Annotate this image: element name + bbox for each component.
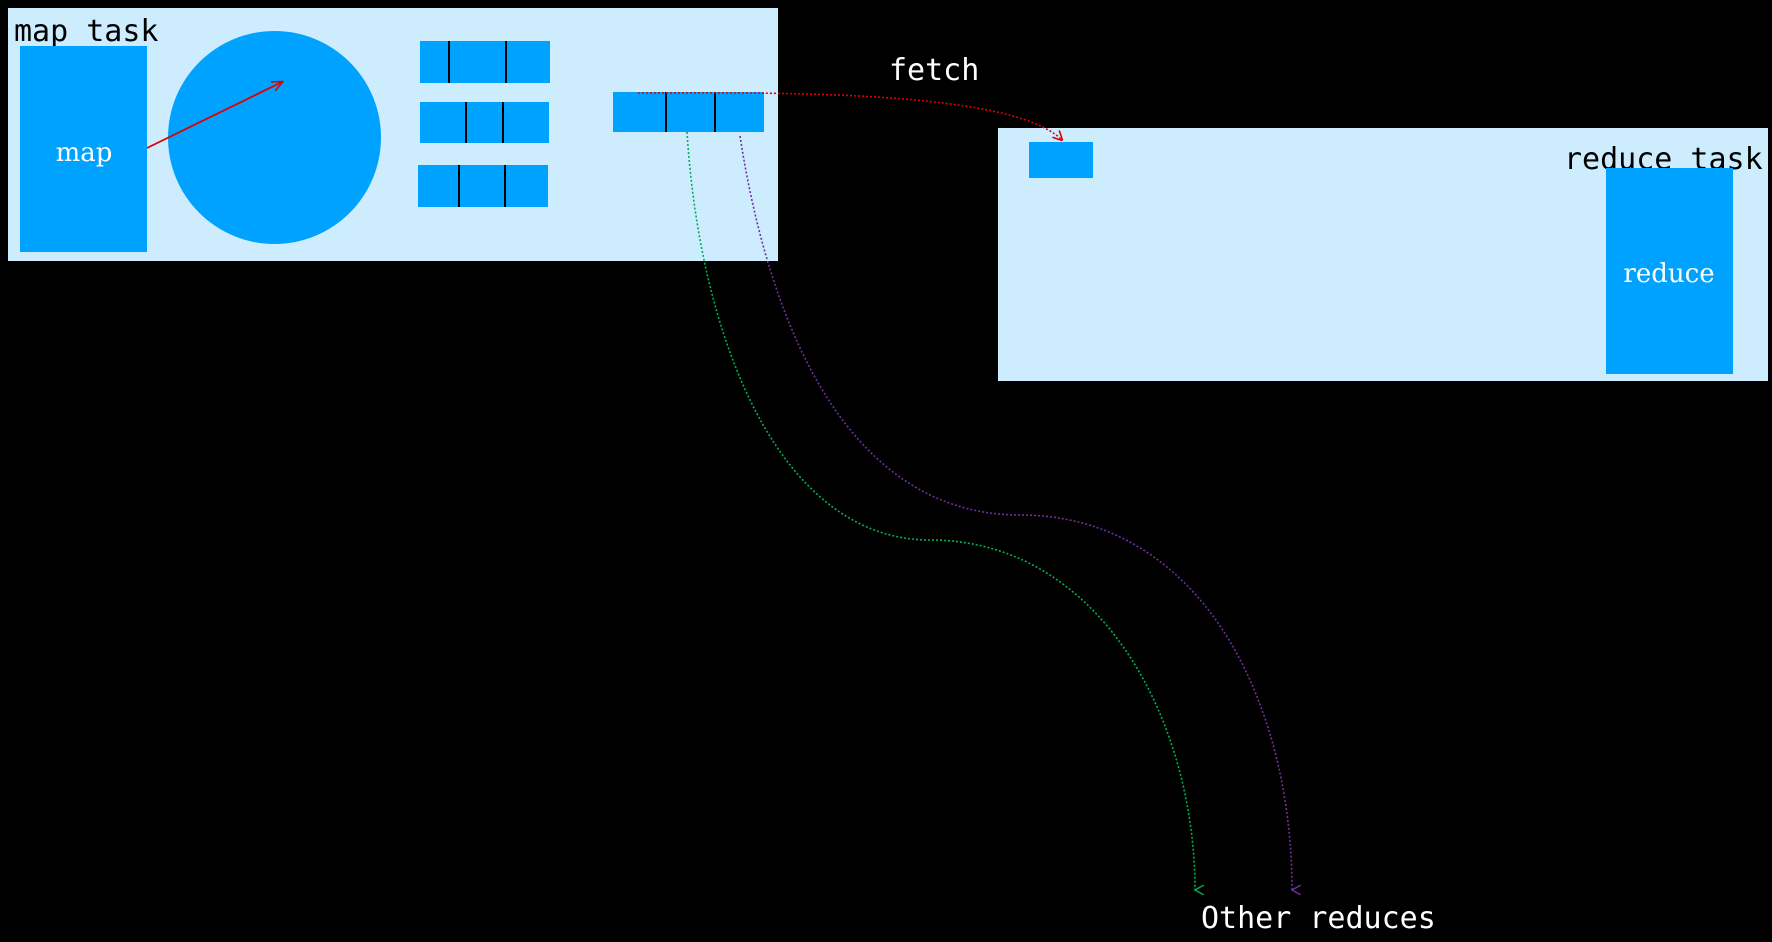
reduce-label: reduce [1623,259,1715,289]
spill-file-3 [418,165,548,207]
map-task-title: map task [14,14,159,49]
map-label: map [55,138,113,168]
spill-file-2 [420,102,549,143]
partition-divider [714,92,716,132]
partition-divider [505,41,507,83]
memory-buffer-circle [168,31,381,244]
map-block [20,46,147,252]
partition-divider [502,102,504,143]
partition-divider [448,41,450,83]
spill-file-1 [420,41,550,83]
reduce-block [1606,168,1733,374]
partition-divider [458,165,460,207]
partition-divider [465,102,467,143]
fetch-label: fetch [889,53,980,88]
fetched-segment [1029,142,1093,178]
partition-divider [504,165,506,207]
merged-output-file [613,92,764,132]
partition-divider [665,92,667,132]
other-reduces-label: Other reduces [1201,901,1436,936]
